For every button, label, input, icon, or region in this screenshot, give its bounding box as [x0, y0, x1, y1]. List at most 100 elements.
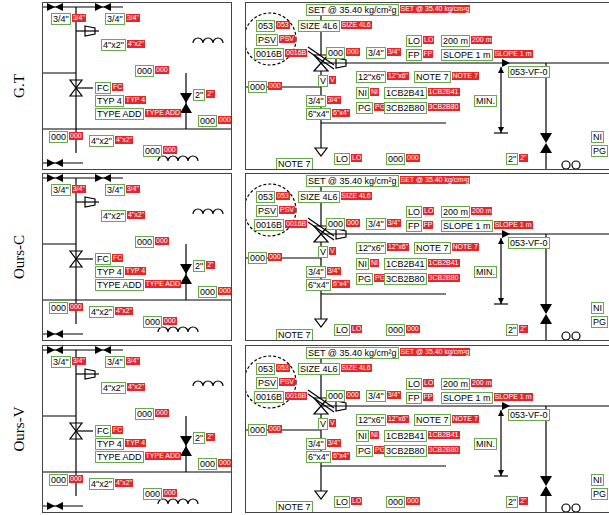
text-box: 053: [256, 191, 275, 203]
pid-symbol: [500, 67, 501, 133]
crop-panel: SET @ 35.40 kg/cm²gSET @ 35.40 kg/cm²g05…: [245, 2, 609, 170]
text-box: SLOPE 1 m: [441, 49, 493, 61]
pid-symbol: [47, 3, 55, 11]
text-box: 000: [198, 286, 217, 298]
detection-tag: 1CB2B41: [428, 431, 460, 439]
text-box: 3/4": [306, 95, 326, 107]
detection-tag: 2": [206, 433, 214, 441]
text-box: FP: [406, 220, 422, 232]
text-box: MIN.: [474, 266, 497, 278]
pid-symbol: [321, 122, 446, 123]
detection-tag: 0016B: [285, 392, 307, 400]
crop-panel: 3/4"3/4"3/4"3/4"4"x2"4"x2"000000FCFCTYP …: [42, 345, 232, 513]
detection-tag: LO: [351, 325, 362, 333]
text-box: LO: [334, 496, 350, 508]
detection-tag: LO: [423, 207, 434, 215]
text-box: SLOPE 1 m: [441, 392, 493, 404]
pid-symbol: [103, 174, 111, 182]
text-box: 000: [326, 47, 345, 59]
detection-tag: TYP 4: [125, 96, 146, 104]
pid-symbol: [246, 13, 609, 170]
detection-tag: V: [329, 419, 336, 427]
detection-tag: NI: [370, 259, 379, 267]
text-box: MIN.: [474, 438, 497, 450]
detection-tag: FP: [423, 393, 434, 401]
text-box: 2": [193, 432, 205, 444]
text-box: TYPE ADD: [95, 108, 144, 120]
pid-symbol: [562, 161, 570, 169]
pid-symbol: [47, 159, 55, 167]
pid-drawing: [43, 346, 232, 513]
text-box: 3/4": [306, 266, 326, 278]
detection-tag: V: [329, 76, 336, 84]
detection-tag: SIZE 4L6: [341, 192, 372, 200]
pid-symbol: [180, 436, 192, 446]
text-box: TYPE ADD: [95, 279, 144, 291]
text-box: PG: [591, 488, 608, 500]
text-box: 053: [256, 20, 275, 32]
detection-tag: NOTE 7: [452, 243, 479, 251]
pid-drawing: [43, 174, 232, 341]
detection-tag: 0016B: [285, 220, 307, 228]
pid-symbol: [47, 346, 55, 354]
detection-tag: 000: [69, 303, 83, 311]
detection-tag: 3/4": [72, 14, 86, 22]
pid-symbol: [43, 7, 232, 163]
text-box: 053: [256, 363, 275, 375]
pid-symbol: [43, 72, 76, 73]
detection-tag: NI: [370, 431, 379, 439]
pid-symbol: [43, 243, 76, 244]
pid-symbol: [43, 350, 232, 506]
detection-tag: PSV: [279, 378, 295, 386]
text-box: 4"x2": [101, 210, 126, 222]
detection-tag: TYPE ADD: [145, 280, 182, 288]
pid-symbol: [498, 127, 504, 133]
detection-tag: SLOPE 1 m: [494, 393, 533, 401]
detection-tag: FP: [423, 221, 434, 229]
text-box: 6"x4": [306, 279, 331, 291]
text-box: NI: [591, 474, 604, 486]
detection-tag: 3/4": [387, 48, 401, 56]
detection-tag: PSV: [279, 206, 295, 214]
detection-tag: 200 m: [471, 207, 492, 215]
text-box: SIZE 4L6: [298, 363, 340, 375]
detection-tag: 0016B: [285, 49, 307, 57]
detection-tag: 4"x2": [115, 136, 133, 144]
text-box: 0016B: [254, 48, 284, 60]
text-box: 2": [193, 89, 205, 101]
detection-tag: NI: [370, 88, 379, 96]
text-box: 4"x2": [101, 39, 126, 51]
pid-symbol: [321, 233, 609, 234]
text-box: 053-VF-0: [508, 409, 550, 421]
text-box: SIZE 4L6: [298, 191, 340, 203]
text-box: V: [318, 246, 328, 258]
pid-symbol: [85, 197, 95, 207]
text-box: SIZE 4L6: [298, 20, 340, 32]
text-box: NOTE 7: [414, 242, 451, 254]
detection-tag: SIZE 4L6: [341, 364, 372, 372]
pid-symbol: [246, 13, 296, 65]
pid-symbol: [70, 88, 82, 96]
text-box: PSV: [256, 205, 278, 217]
text-box: 3/4": [105, 184, 125, 196]
text-box: 3/4": [306, 438, 326, 450]
pid-symbol: [562, 332, 570, 340]
pid-symbol: [95, 346, 103, 354]
pid-symbol: [85, 369, 95, 379]
detection-tag: 000: [406, 154, 420, 162]
row-label: Ours-C: [11, 235, 28, 279]
text-box: NOTE 7: [414, 71, 451, 83]
detection-tag: SET @ 35.40 kg/cm²g: [400, 176, 471, 184]
pid-symbol: [43, 128, 232, 129]
pid-symbol: [55, 346, 63, 354]
detection-tag: 2": [519, 154, 527, 162]
pid-symbol: [540, 476, 552, 486]
detection-tag: 4"x2": [127, 40, 145, 48]
text-box: 000: [248, 81, 267, 93]
text-box: 000: [143, 145, 162, 157]
detection-tag: V: [329, 247, 336, 255]
pid-symbol: [545, 153, 546, 170]
text-box: PSV: [256, 34, 278, 46]
pid-symbol: [336, 401, 346, 411]
pid-symbol: [47, 502, 55, 510]
